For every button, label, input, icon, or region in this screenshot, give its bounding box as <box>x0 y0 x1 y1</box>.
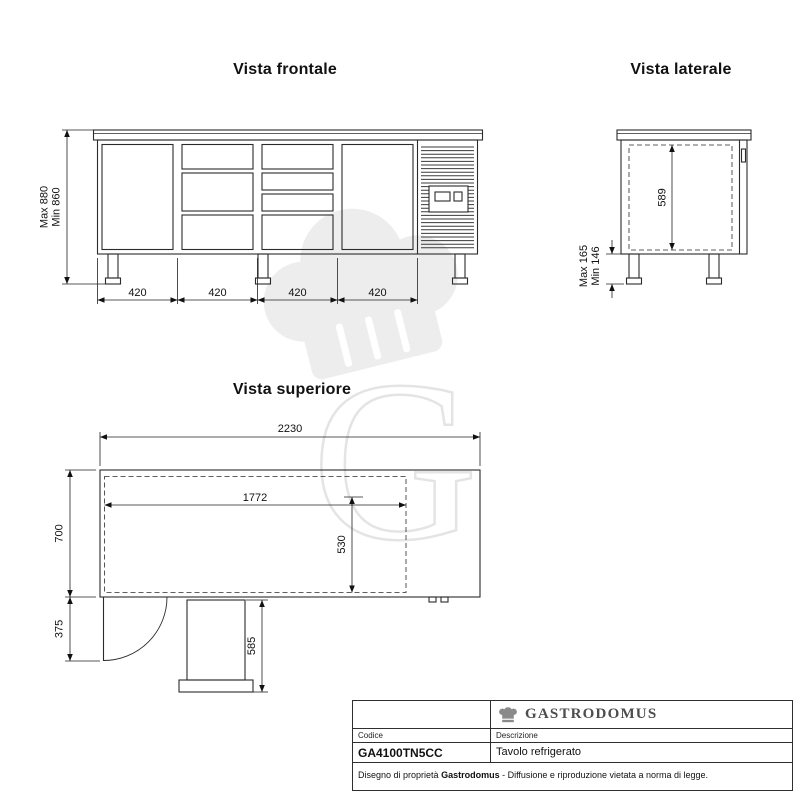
dim-width-1: 420 <box>128 287 146 299</box>
rear-mark <box>428 596 437 603</box>
dim-pedestal: 585 <box>246 637 258 655</box>
front-legs <box>104 253 469 285</box>
front-dimension-labels: 420 420 420 420 Max 880 Min 860 <box>39 130 418 303</box>
front-drawer <box>181 172 254 212</box>
front-worktop <box>92 129 484 141</box>
brand-name: Gastrodomus <box>525 706 658 722</box>
front-dimension-lines <box>62 129 418 304</box>
control-display <box>434 191 451 202</box>
side-worktop <box>616 129 752 141</box>
side-view-title: Vista laterale <box>630 61 732 78</box>
dim-width-2: 420 <box>208 287 226 299</box>
rear-mark <box>440 596 449 603</box>
dim-interior-depth: 530 <box>336 535 348 553</box>
top-dimension-labels: 2230 1772 530 700 375 585 <box>54 423 480 692</box>
legal-note-prefix: Disegno di proprietà <box>358 770 442 780</box>
pedestal-column <box>186 599 246 681</box>
dim-width-3: 420 <box>288 287 306 299</box>
dim-interior-length: 1772 <box>243 492 267 504</box>
dim-height-min: Min 860 <box>51 187 63 226</box>
front-drawer <box>181 143 254 170</box>
legal-note: Disegno di proprietà Gastrodomus - Diffu… <box>353 763 792 790</box>
dim-leg-max: Max 165 <box>578 245 590 287</box>
front-drawer <box>261 214 334 251</box>
watermark-chef-hat <box>263 208 458 380</box>
door-swing-arc <box>103 596 168 661</box>
title-block-empty-cell <box>353 701 491 729</box>
front-view-title: Vista frontale <box>233 61 337 78</box>
title-block: Gastrodomus Codice Descrizione GA4100TN5… <box>352 700 793 791</box>
legal-note-suffix: - Diffusione e riproduzione vietata a no… <box>499 770 709 780</box>
dim-height-max: Max 880 <box>39 186 51 228</box>
dim-total-length: 2230 <box>278 423 302 435</box>
dim-width-4: 420 <box>368 287 386 299</box>
side-body <box>620 139 748 255</box>
dim-door-open: 375 <box>54 620 66 638</box>
watermark-logo: G <box>263 208 479 589</box>
front-drawer <box>261 143 334 170</box>
dim-leg-min: Min 146 <box>590 246 602 285</box>
dim-depth: 700 <box>54 524 66 542</box>
legal-note-brand: Gastrodomus <box>441 770 500 780</box>
front-body <box>96 139 479 255</box>
front-door-2 <box>341 143 414 251</box>
code-value: GA4100TN5CC <box>353 743 491 763</box>
top-interior-dashed <box>104 476 407 593</box>
front-drawer <box>181 214 254 251</box>
top-body <box>99 469 481 598</box>
side-legs <box>625 253 723 285</box>
code-label: Codice <box>353 729 491 743</box>
description-label: Descrizione <box>491 729 792 743</box>
brand-logo: Gastrodomus <box>491 701 792 729</box>
front-drawer <box>261 172 334 191</box>
front-drawer <box>261 193 334 212</box>
dim-interior-height: 589 <box>657 188 669 206</box>
top-view-drawing <box>99 469 481 693</box>
side-interior-dashed <box>628 144 733 251</box>
front-view-drawing <box>92 129 484 285</box>
top-dimension-lines <box>65 432 481 693</box>
side-handle <box>740 148 747 163</box>
front-door-1 <box>101 143 174 251</box>
pedestal-base <box>178 679 254 693</box>
side-dimension-labels: 589 Max 165 Min 146 <box>578 145 675 291</box>
description-value: Tavolo refrigerato <box>491 743 792 763</box>
control-button <box>453 191 463 202</box>
top-view-title: Vista superiore <box>232 381 352 398</box>
chef-hat-icon <box>499 707 517 723</box>
side-view-drawing <box>616 129 752 285</box>
